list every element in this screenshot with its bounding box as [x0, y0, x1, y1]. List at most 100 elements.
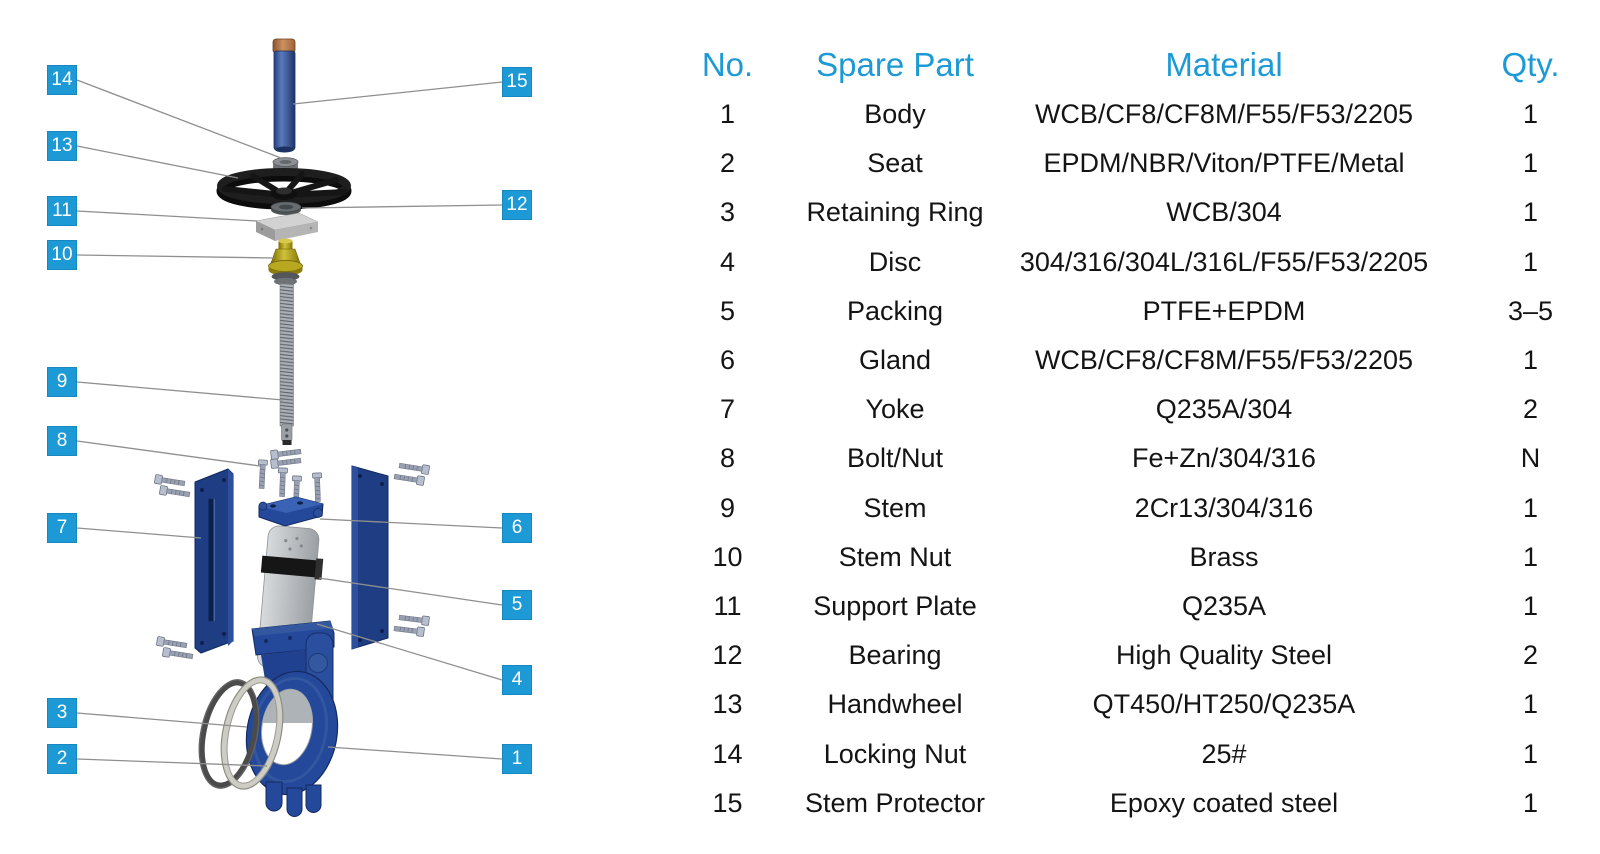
- cell-part: Packing: [846, 295, 944, 326]
- callout-13: 13: [47, 131, 77, 161]
- cell-qty: 1: [1522, 590, 1539, 621]
- parts-table-header: No. Spare Part Material Qty.: [660, 40, 1600, 90]
- cell-material: PTFE+EPDM: [1142, 295, 1306, 326]
- yoke-plate-right: [351, 465, 389, 650]
- cell-qty: 1: [1522, 246, 1539, 277]
- cell-no: 4: [719, 246, 736, 277]
- col-header-material: Material: [1165, 46, 1283, 83]
- retaining-ring: [198, 679, 260, 789]
- cell-part: Support Plate: [813, 590, 977, 621]
- cell-part: Bearing: [848, 640, 942, 671]
- callout-8: 8: [47, 426, 77, 456]
- cell-no: 3: [719, 197, 736, 228]
- cell-material: QT450/HT250/Q235A: [1092, 689, 1356, 720]
- cell-material: Q235A/304: [1155, 394, 1293, 425]
- cell-qty: 3–5: [1507, 295, 1554, 326]
- cell-part: Retaining Ring: [806, 197, 984, 228]
- table-row: 1 Body WCB/CF8/CF8M/F55/F53/2205 1: [660, 90, 1600, 139]
- cell-material: High Quality Steel: [1115, 640, 1333, 671]
- leader-line-4: [316, 623, 503, 681]
- leader-line-14: [76, 79, 282, 159]
- bearing-washer: [270, 201, 302, 215]
- col-header-no: No.: [701, 46, 754, 83]
- packing-band: [260, 555, 324, 580]
- cell-no: 10: [712, 541, 743, 572]
- col-header-qty: Qty.: [1501, 46, 1560, 83]
- cell-no: 15: [712, 787, 743, 818]
- support-plate-block: [255, 212, 319, 241]
- cell-qty: 1: [1522, 197, 1539, 228]
- leader-line-13: [76, 145, 239, 179]
- cell-no: 9: [719, 492, 736, 523]
- cell-part: Body: [864, 99, 926, 130]
- cell-no: 6: [719, 345, 736, 376]
- cell-material: Epoxy coated steel: [1109, 787, 1339, 818]
- cell-part: Stem: [863, 492, 927, 523]
- cell-part: Locking Nut: [823, 738, 967, 769]
- table-row: 9 Stem 2Cr13/304/316 1: [660, 484, 1600, 533]
- leader-line-12: [301, 204, 503, 209]
- cell-no: 1: [719, 99, 736, 130]
- callout-3: 3: [47, 698, 77, 728]
- cell-no: 14: [712, 738, 743, 769]
- handwheel: [216, 168, 352, 210]
- table-row: 11 Support Plate Q235A 1: [660, 582, 1600, 631]
- leader-line-9: [76, 381, 284, 401]
- cell-qty: 1: [1522, 541, 1539, 572]
- cell-material: WCB/304: [1166, 197, 1282, 228]
- cell-qty: 1: [1522, 492, 1539, 523]
- callout-6: 6: [502, 513, 532, 543]
- callout-4: 4: [502, 665, 532, 695]
- cell-material: WCB/CF8/CF8M/F55/F53/2205: [1034, 345, 1414, 376]
- cell-qty: 1: [1522, 689, 1539, 720]
- gland: [258, 496, 324, 527]
- cell-material: 2Cr13/304/316: [1134, 492, 1314, 523]
- cell-material: Fe+Zn/304/316: [1132, 443, 1316, 474]
- cell-qty: 1: [1522, 738, 1539, 769]
- cell-qty: 1: [1522, 148, 1539, 179]
- cell-no: 8: [719, 443, 736, 474]
- leader-line-15: [292, 81, 503, 105]
- cell-no: 11: [713, 590, 742, 621]
- cell-part: Seat: [867, 148, 923, 179]
- callout-7: 7: [47, 513, 77, 543]
- callout-5: 5: [502, 590, 532, 620]
- cell-part: Yoke: [865, 394, 925, 425]
- cell-material: WCB/CF8/CF8M/F55/F53/2205: [1034, 99, 1414, 130]
- cell-no: 7: [719, 394, 736, 425]
- cell-material: Q235A: [1181, 590, 1267, 621]
- seat-ring: [220, 676, 284, 790]
- table-row: 7 Yoke Q235A/304 2: [660, 385, 1600, 434]
- yoke-plate-left: [194, 468, 234, 654]
- stem-nut: [268, 238, 303, 286]
- callout-14: 14: [47, 65, 77, 95]
- leader-line-2: [76, 758, 268, 767]
- cell-qty: 2: [1522, 394, 1539, 425]
- cell-qty: 1: [1522, 345, 1539, 376]
- leader-line-1: [327, 746, 503, 760]
- cell-material: Brass: [1189, 541, 1259, 572]
- cell-no: 12: [712, 640, 743, 671]
- cell-material: EPDM/NBR/Viton/PTFE/Metal: [1043, 148, 1405, 179]
- leader-line-6: [319, 518, 503, 529]
- valve-body: [245, 620, 339, 817]
- cell-part: Handwheel: [827, 689, 963, 720]
- cell-part: Disc: [868, 246, 922, 277]
- callout-2: 2: [47, 744, 77, 774]
- callout-12: 12: [502, 190, 532, 220]
- cell-qty: 1: [1522, 99, 1539, 130]
- leader-line-7: [76, 527, 202, 539]
- callout-11: 11: [47, 196, 77, 226]
